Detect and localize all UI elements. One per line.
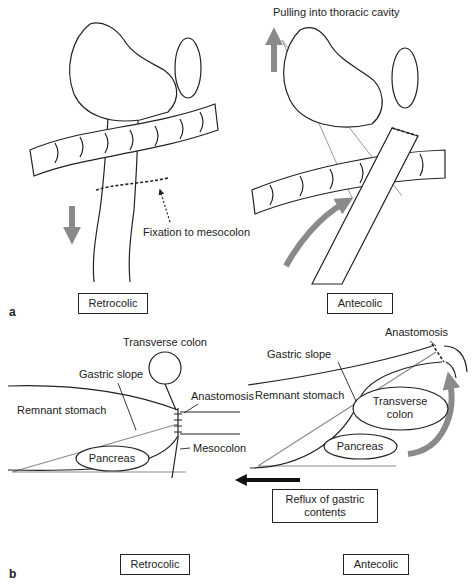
leader-line xyxy=(160,190,170,222)
part-label: Remnant stomach xyxy=(16,404,107,417)
note-box: Reflux of gastric contents xyxy=(272,489,378,523)
leader-line xyxy=(118,383,198,449)
node-text: Retrocolic xyxy=(131,558,180,571)
jejunum xyxy=(180,412,240,434)
route-arrow xyxy=(286,203,344,266)
node-text: Antecolic xyxy=(354,558,399,571)
annotation: Pulling into thoracic cavity xyxy=(272,6,401,19)
node-text: Transverse colon xyxy=(123,336,207,349)
retrocolic-sketch xyxy=(30,23,218,282)
node-text: Pancreas xyxy=(89,452,135,465)
spleen xyxy=(392,48,418,108)
pull-arrow xyxy=(271,38,277,72)
jejunal-limb xyxy=(312,128,418,284)
spleen xyxy=(175,38,201,98)
node-text: Transverse colon xyxy=(369,395,431,421)
transverse-colon xyxy=(252,150,445,214)
node-text: Reflux of gastric contents xyxy=(283,493,367,519)
node-text: Retrocolic xyxy=(89,297,138,310)
panel-letter: a xyxy=(8,306,17,319)
part-label: Gastric slope xyxy=(78,368,144,381)
pull-arrow xyxy=(69,206,75,234)
remnant-stomach xyxy=(70,23,177,121)
colon-haustra xyxy=(55,112,203,163)
panel-tag: Antecolic xyxy=(327,293,394,314)
anastomosis-stitch xyxy=(392,128,418,136)
part-label: Remnant stomach xyxy=(254,389,345,402)
annotation: Fixation to mesocolon xyxy=(142,226,251,239)
node-text: Pancreas xyxy=(337,440,383,453)
slope-lines xyxy=(258,352,436,466)
panel-letter: b xyxy=(8,568,17,581)
pancreas-ellipse xyxy=(324,434,397,459)
colon-circle xyxy=(149,352,181,384)
reflux-arrow xyxy=(242,478,300,482)
panel-tag: Retrocolic xyxy=(120,554,191,575)
mesocolon-line xyxy=(165,384,178,478)
slope-lines xyxy=(12,424,186,472)
part-label: Gastric slope xyxy=(266,348,332,361)
part-label: Mesocolon xyxy=(192,442,247,455)
panel-tag: Antecolic xyxy=(343,554,410,575)
jejunum xyxy=(444,346,467,378)
remnant-stomach xyxy=(284,28,383,127)
node-text: Antecolic xyxy=(338,297,383,310)
part-label: Anastomosis xyxy=(384,326,449,339)
antecolic-sketch xyxy=(252,28,445,284)
colon-ellipse: Transverse colon xyxy=(352,386,449,431)
panel-tag: Retrocolic xyxy=(78,293,149,314)
pancreas-ellipse: Pancreas xyxy=(323,433,398,460)
mesocolon-fixation xyxy=(96,178,168,190)
stomach-outline xyxy=(8,436,178,470)
transverse-colon xyxy=(30,104,218,176)
colon-ellipse xyxy=(353,387,448,430)
pancreas-ellipse xyxy=(76,446,149,471)
anastomosis-stitch xyxy=(432,344,444,362)
part-label: Anastomosis xyxy=(190,390,255,403)
antecolic-section xyxy=(242,341,467,480)
pancreas-ellipse: Pancreas xyxy=(75,445,150,472)
